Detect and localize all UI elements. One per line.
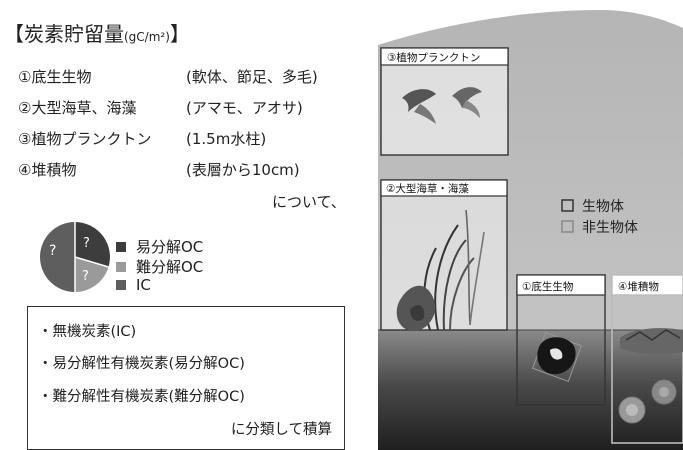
pie-slice-ic xyxy=(40,222,75,292)
coastal-scene: ③植物プランクトン ②大型海草・海藻 生物体 非生物体 ①底生生物 ④堆積物 xyxy=(378,10,683,450)
pie-slice-refractory xyxy=(75,257,109,292)
carbon-pie: ? ? ? xyxy=(40,222,110,292)
component-detail-2: (アマモ、アオサ) xyxy=(186,99,303,117)
classification-item-1: ・無機炭素(IC) xyxy=(38,324,137,340)
pie-slice-labile xyxy=(75,222,110,267)
legend-swatch-light xyxy=(116,261,126,272)
legend-box-nonorganism xyxy=(561,220,574,233)
component-label-2: ②大型海草、海藻 xyxy=(18,99,137,117)
component-label-4: ④堆積物 xyxy=(18,161,77,179)
component-label-1: ①底生生物 xyxy=(18,68,92,86)
pie-label-3: ? xyxy=(82,269,89,284)
panel-phytoplankton xyxy=(380,47,509,156)
legend-swatch-mid xyxy=(116,279,126,290)
pie-label-2: ? xyxy=(83,236,90,251)
title-unit: (gC/m²) xyxy=(124,30,170,44)
panel-label-sediment: ④堆積物 xyxy=(618,280,659,293)
pie-legend-item-2: 難分解OC xyxy=(116,256,203,277)
component-detail-3: (1.5m水柱) xyxy=(186,130,267,148)
title-close: 】 xyxy=(169,22,190,46)
legend-swatch-dark xyxy=(116,241,126,252)
title-main: 【炭素貯留量 xyxy=(4,22,124,46)
component-label-3: ③植物プランクトン xyxy=(18,130,152,148)
phytoplankton-cell-1 xyxy=(402,89,436,112)
pie-label-1: ? xyxy=(49,243,56,259)
legend-box-organism xyxy=(561,199,574,212)
classification-conclusion: に分類して積算 xyxy=(230,422,332,438)
page-title: 【炭素貯留量(gC/m²)】 xyxy=(4,18,190,47)
panel-label-phytoplankton: ③植物プランクトン xyxy=(387,51,480,64)
about-text: について、 xyxy=(272,193,346,211)
seagrass-blade xyxy=(434,224,459,331)
pie-legend-item-1: 易分解OC xyxy=(116,236,203,257)
classification-box: ・無機炭素(IC) ・易分解性有機炭素(易分解OC) ・難分解性有機炭素(難分解… xyxy=(27,306,345,450)
component-detail-4: (表層から10cm) xyxy=(186,161,300,179)
scene-legend: 生物体 非生物体 xyxy=(561,199,638,236)
phytoplankton-cell-2 xyxy=(452,87,482,108)
panel-label-benthos: ①底生生物 xyxy=(522,280,573,293)
classification-item-2: ・易分解性有機炭素(易分解OC) xyxy=(38,356,245,372)
pie-legend-item-3: IC xyxy=(116,276,151,294)
panel-label-seaweed: ②大型海草・海藻 xyxy=(386,182,469,195)
legend-label-nonorganism: 非生物体 xyxy=(582,220,638,236)
component-detail-1: (軟体、節足、多毛) xyxy=(186,68,318,86)
legend-label-organism: 生物体 xyxy=(582,199,624,215)
classification-item-3: ・難分解性有機炭素(難分解OC) xyxy=(38,389,245,405)
